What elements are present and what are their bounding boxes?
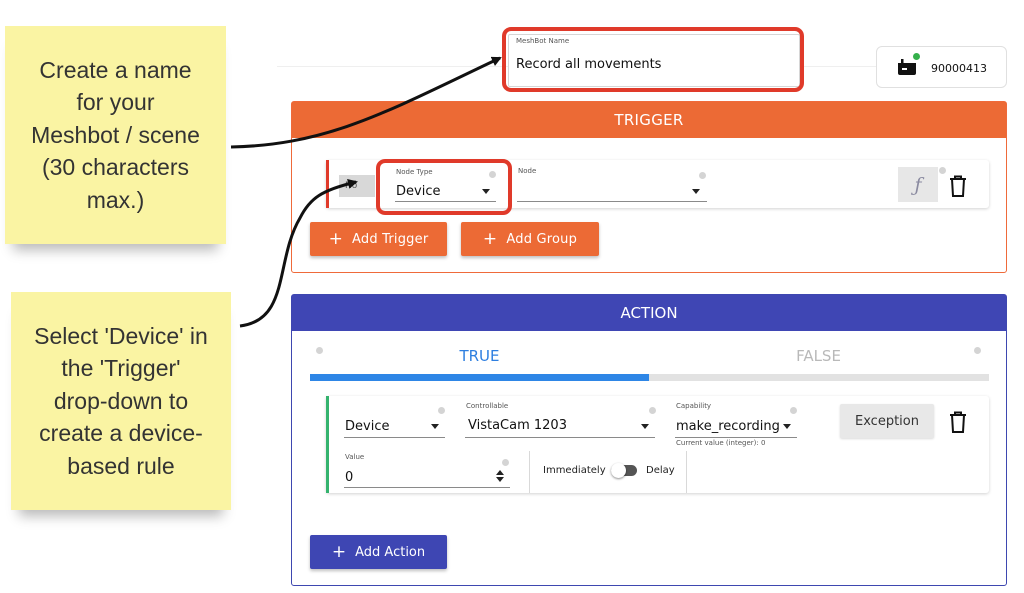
trigger-header: TRIGGER — [292, 102, 1006, 138]
note-line: drop-down to — [53, 387, 189, 414]
hub-icon — [898, 59, 916, 75]
add-action-button[interactable]: + Add Action — [310, 535, 447, 569]
trigger-row-indicator — [326, 160, 329, 208]
tab-true[interactable]: TRUE — [459, 347, 500, 365]
node-underline — [517, 201, 707, 202]
stepper-icon[interactable] — [495, 469, 505, 483]
action-type-select[interactable]: Device — [345, 419, 390, 434]
timing-left-label: Immediately — [543, 465, 606, 476]
node-type-label: Node Type — [396, 168, 433, 176]
trigger-node-chip: No — [339, 175, 375, 197]
tab-indicator-active — [310, 374, 649, 381]
highlight-node-type-box — [376, 159, 512, 215]
action-type-underline — [344, 437, 445, 438]
note-line: Create a name — [39, 56, 192, 83]
chevron-down-icon — [482, 189, 490, 194]
add-trigger-label: Add Trigger — [352, 231, 429, 247]
hub-status-dot — [913, 53, 920, 60]
node-type-select[interactable]: Device — [396, 184, 441, 199]
timing-right-label: Delay — [646, 465, 675, 476]
controllable-select[interactable]: VistaCam 1203 — [468, 418, 567, 433]
plus-icon: + — [331, 541, 347, 562]
capability-hint: Current value (integer): 0 — [676, 439, 766, 447]
chevron-down-icon — [692, 189, 700, 194]
value-underline — [344, 487, 510, 488]
note-name-instructions: Create a name for your Meshbot / scene (… — [5, 26, 226, 244]
plus-icon: + — [328, 228, 344, 249]
info-icon — [438, 407, 445, 414]
chevron-down-icon — [641, 424, 649, 429]
highlight-name-box — [502, 27, 804, 92]
note-line: (30 characters — [41, 154, 189, 181]
info-icon — [502, 459, 509, 466]
toggle-knob[interactable] — [611, 463, 626, 478]
trash-icon[interactable] — [949, 175, 967, 197]
add-trigger-button[interactable]: + Add Trigger — [310, 222, 447, 256]
capability-label: Capability — [676, 402, 712, 410]
note-line: for your — [76, 89, 155, 116]
note-device-instructions: Select 'Device' in the 'Trigger' drop-do… — [11, 292, 231, 510]
capability-underline — [675, 437, 797, 438]
plus-icon: + — [482, 228, 498, 249]
hub-selector[interactable] — [876, 46, 1007, 88]
add-action-label: Add Action — [355, 544, 426, 560]
info-icon — [489, 171, 496, 178]
exception-button[interactable]: Exception — [840, 404, 934, 438]
note-line: create a device- — [39, 420, 203, 447]
node-type-underline — [395, 201, 496, 202]
function-icon[interactable]: ƒ — [898, 167, 938, 202]
controllable-label: Controllable — [466, 402, 509, 410]
chevron-down-icon — [431, 424, 439, 429]
trash-icon[interactable] — [949, 411, 967, 433]
node-label: Node — [518, 167, 537, 175]
info-icon — [649, 407, 656, 414]
tab-indicator-track — [310, 374, 989, 381]
action-row-indicator — [326, 396, 329, 493]
info-icon — [316, 347, 323, 354]
add-group-button[interactable]: + Add Group — [461, 222, 599, 256]
note-line: Select 'Device' in — [34, 322, 208, 349]
action-header: ACTION — [292, 295, 1006, 331]
note-line: the 'Trigger' — [61, 355, 181, 382]
meshbot-name-label: MeshBot Name — [516, 37, 570, 45]
info-icon — [699, 172, 706, 179]
note-line: Meshbot / scene — [31, 121, 200, 148]
info-icon — [790, 407, 797, 414]
controllable-underline — [465, 437, 655, 438]
note-line: based rule — [67, 452, 175, 479]
note-line: max.) — [86, 186, 145, 213]
hub-id: 90000413 — [931, 62, 987, 75]
meshbot-name-field[interactable] — [508, 34, 800, 87]
meshbot-name-input[interactable]: Record all movements — [516, 57, 662, 72]
divider — [686, 451, 687, 493]
value-input[interactable]: 0 — [345, 470, 354, 485]
trigger-row — [326, 160, 989, 208]
capability-select[interactable]: make_recording — [676, 419, 780, 434]
tab-false[interactable]: FALSE — [796, 347, 841, 365]
info-icon — [974, 347, 981, 354]
value-label: Value — [345, 453, 365, 461]
add-group-label: Add Group — [506, 231, 578, 247]
divider — [529, 451, 530, 493]
chevron-down-icon — [783, 424, 791, 429]
info-icon — [939, 167, 946, 174]
